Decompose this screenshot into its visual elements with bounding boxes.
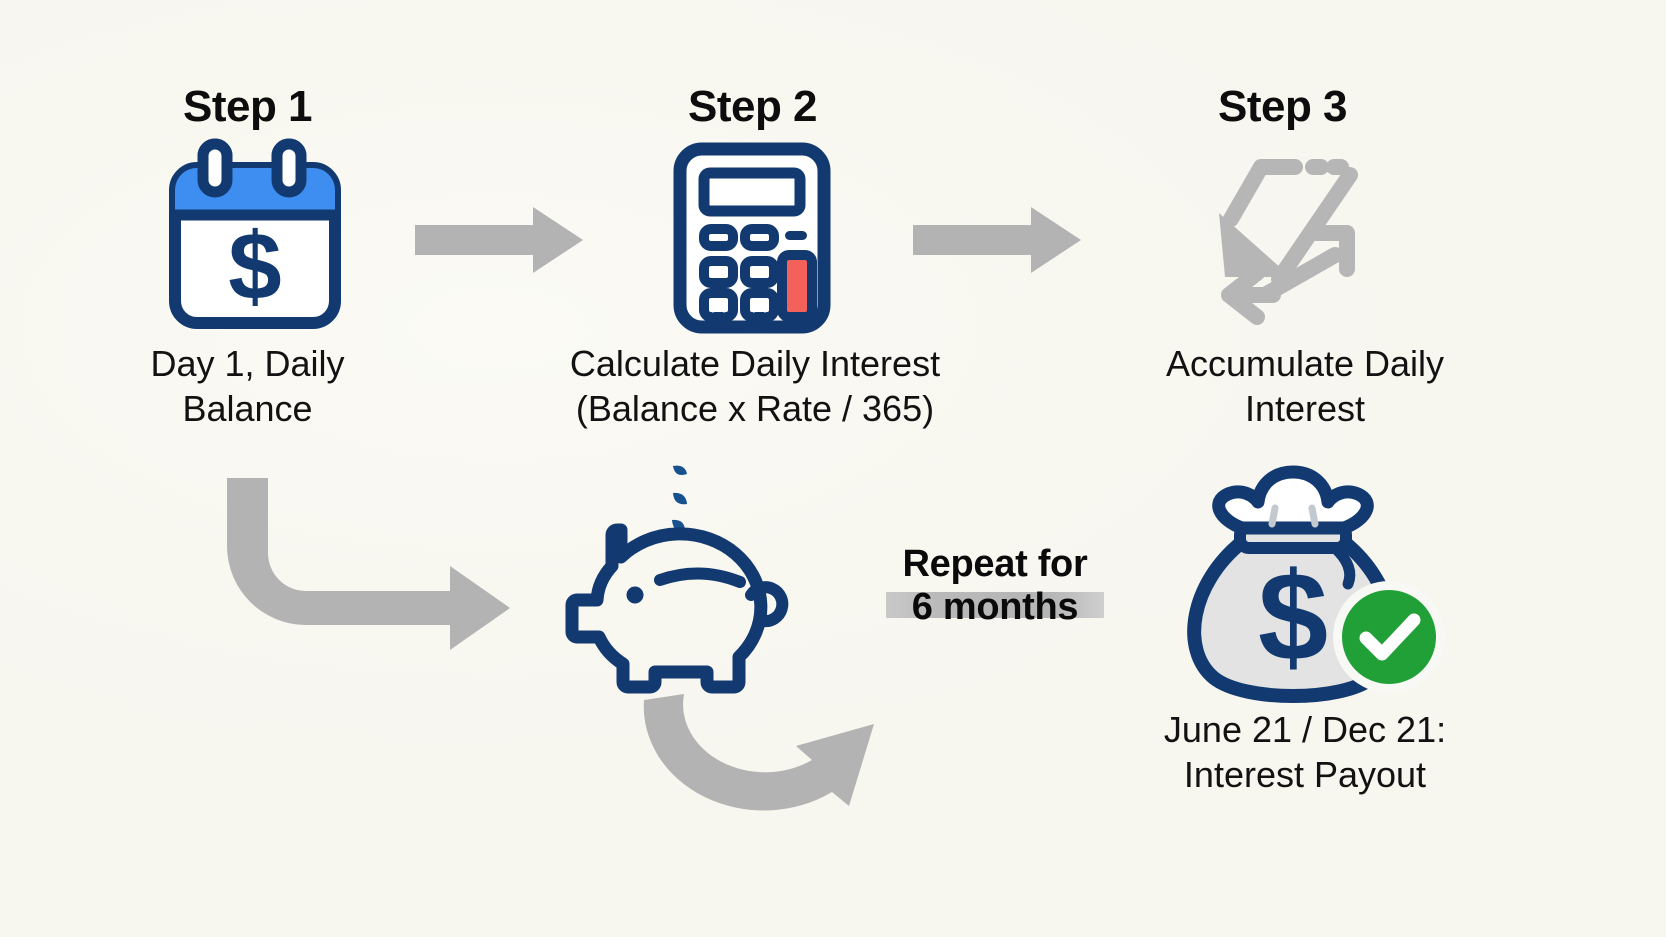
step-2-caption-line-1: Calculate Daily Interest xyxy=(569,343,941,384)
arrow-piggy-to-repeat xyxy=(636,672,936,817)
step-1-heading: Step 1 xyxy=(182,82,313,131)
payout-caption: June 21 / Dec 21: Interest Payout xyxy=(1105,708,1505,797)
repeat-label: Repeat for 6 months xyxy=(835,543,1155,630)
step-3-caption-line-2: Interest xyxy=(1244,387,1366,429)
svg-text:$: $ xyxy=(228,213,281,320)
payout-caption-line-1: June 21 / Dec 21: xyxy=(1163,709,1447,750)
calendar-dollar-icon: $ xyxy=(165,138,345,335)
repeat-connector-bar xyxy=(886,592,1104,618)
arrow-step2-to-step3 xyxy=(913,205,1083,275)
recycle-arrows-icon xyxy=(1195,145,1375,325)
green-check-badge-icon xyxy=(1330,578,1448,696)
step-1-caption: Day 1, Daily Balance xyxy=(90,342,405,431)
repeat-label-line-1: Repeat for xyxy=(902,543,1088,585)
step-3-heading: Step 3 xyxy=(1217,82,1348,131)
svg-text:$: $ xyxy=(1258,546,1328,687)
repeat-label-line-2: 6 months xyxy=(911,586,1079,629)
calculator-icon xyxy=(672,142,832,334)
payout-caption-line-2: Interest Payout xyxy=(1183,753,1427,795)
step-1-caption-line-2: Balance xyxy=(182,387,313,429)
step-1-caption-line-1: Day 1, Daily xyxy=(150,343,345,384)
step-2-caption: Calculate Daily Interest (Balance x Rate… xyxy=(540,342,970,431)
step-3-caption: Accumulate Daily Interest xyxy=(1110,342,1500,431)
arrow-step1-to-step2 xyxy=(415,205,585,275)
step-2-caption-line-2: (Balance x Rate / 365) xyxy=(575,387,935,429)
step-2-heading: Step 2 xyxy=(687,82,818,131)
arrow-step1-to-piggy xyxy=(222,478,522,653)
step-3-caption-line-1: Accumulate Daily xyxy=(1165,343,1445,384)
piggy-bank-icon xyxy=(555,460,815,710)
money-bag-icon: $ xyxy=(1172,450,1422,703)
